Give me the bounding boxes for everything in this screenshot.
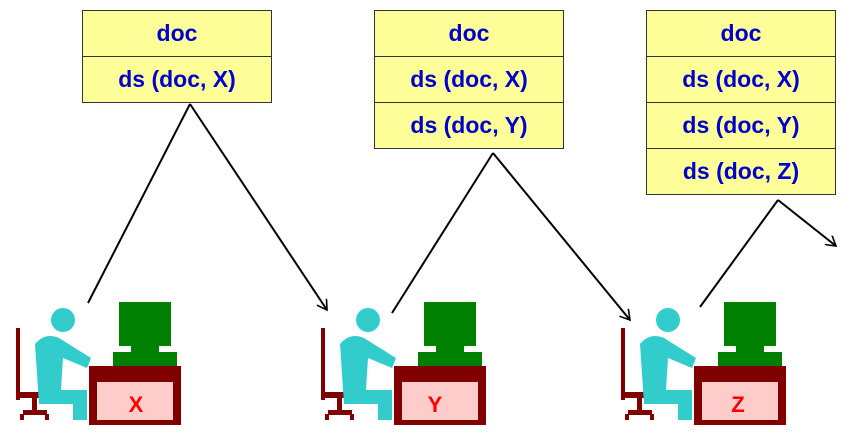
doc-stack-3: doc ds (doc, X) ds (doc, Y) ds (doc, Z)	[646, 10, 836, 195]
doc-stack-1-row: ds (doc, X)	[82, 56, 272, 103]
person-at-computer-icon	[621, 302, 786, 425]
arrow-icon	[189, 103, 327, 310]
doc-stack-3-row: ds (doc, Z)	[646, 148, 836, 195]
workstation-label-x: X	[128, 392, 144, 417]
doc-stack-1-row: doc	[82, 10, 272, 57]
arrow-icon	[777, 199, 836, 246]
workstation-label-y: Y	[427, 392, 443, 417]
person-at-computer-icon	[16, 302, 181, 425]
workstation-label-z: Z	[731, 392, 745, 417]
doc-stack-2-row: ds (doc, Y)	[374, 102, 564, 149]
connector-line-y-to-stack-2	[391, 152, 494, 314]
doc-stack-3-row: ds (doc, X)	[646, 56, 836, 103]
doc-stack-1: doc ds (doc, X)	[82, 10, 272, 103]
doc-stack-3-row: doc	[646, 10, 836, 57]
doc-stack-2-row: ds (doc, X)	[374, 56, 564, 103]
doc-stack-2: doc ds (doc, X) ds (doc, Y)	[374, 10, 564, 149]
doc-stack-2-row: doc	[374, 10, 564, 57]
doc-stack-3-row: ds (doc, Y)	[646, 102, 836, 149]
connector-line-z-to-stack-3	[699, 199, 779, 308]
arrow-icon	[492, 152, 630, 320]
person-at-computer-icon	[321, 302, 486, 425]
connector-line-x-to-stack-1	[87, 103, 191, 304]
